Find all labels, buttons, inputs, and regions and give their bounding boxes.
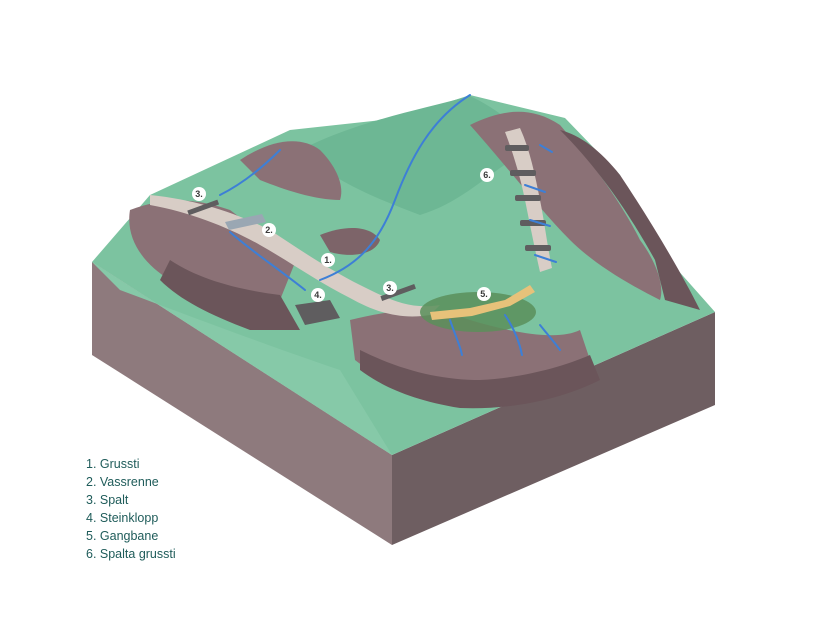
boardwalk bbox=[430, 285, 535, 320]
split-path-stones bbox=[505, 145, 551, 251]
svg-text:3.: 3. bbox=[195, 189, 203, 199]
block-left-side bbox=[92, 262, 392, 545]
legend-item: 6. Spalta grussti bbox=[86, 547, 176, 561]
legend-item: 3. Spalt bbox=[86, 493, 129, 507]
svg-text:4.: 4. bbox=[314, 290, 322, 300]
legend-item: 1. Grussti bbox=[86, 457, 140, 471]
right-cliff-shadow bbox=[560, 130, 700, 310]
front-cliff-shadow bbox=[360, 350, 600, 409]
svg-text:3.: 3. bbox=[386, 283, 394, 293]
marker-3-upper: 3. bbox=[192, 187, 206, 201]
legend-item: 2. Vassrenne bbox=[86, 475, 159, 489]
split-crossing-upper bbox=[187, 199, 220, 216]
gravel-path bbox=[150, 195, 440, 317]
marker-4: 4. bbox=[311, 288, 325, 302]
split-crossing-lower bbox=[380, 283, 416, 301]
grass-shade-lower bbox=[92, 262, 392, 455]
marker-6: 6. bbox=[480, 168, 494, 182]
block-right-side bbox=[392, 312, 715, 545]
marker-5: 5. bbox=[477, 287, 491, 301]
legend: 1. Grussti 2. Vassrenne 3. Spalt 4. Stei… bbox=[86, 455, 176, 563]
svg-text:2.: 2. bbox=[265, 225, 273, 235]
marker-3-lower: 3. bbox=[383, 281, 397, 295]
water-channel bbox=[225, 214, 266, 230]
upper-hill-rock bbox=[240, 141, 342, 200]
water-streams bbox=[219, 94, 561, 356]
svg-text:5.: 5. bbox=[480, 289, 488, 299]
marker-1: 1. bbox=[321, 253, 335, 267]
marker-2: 2. bbox=[262, 223, 276, 237]
svg-text:1.: 1. bbox=[324, 255, 332, 265]
legend-item: 4. Steinklopp bbox=[86, 511, 159, 525]
legend-item: 5. Gangbane bbox=[86, 529, 159, 543]
svg-text:6.: 6. bbox=[483, 170, 491, 180]
central-rock bbox=[320, 228, 380, 255]
stone-check-dam bbox=[295, 300, 340, 325]
left-ridge-shadow bbox=[160, 260, 300, 330]
